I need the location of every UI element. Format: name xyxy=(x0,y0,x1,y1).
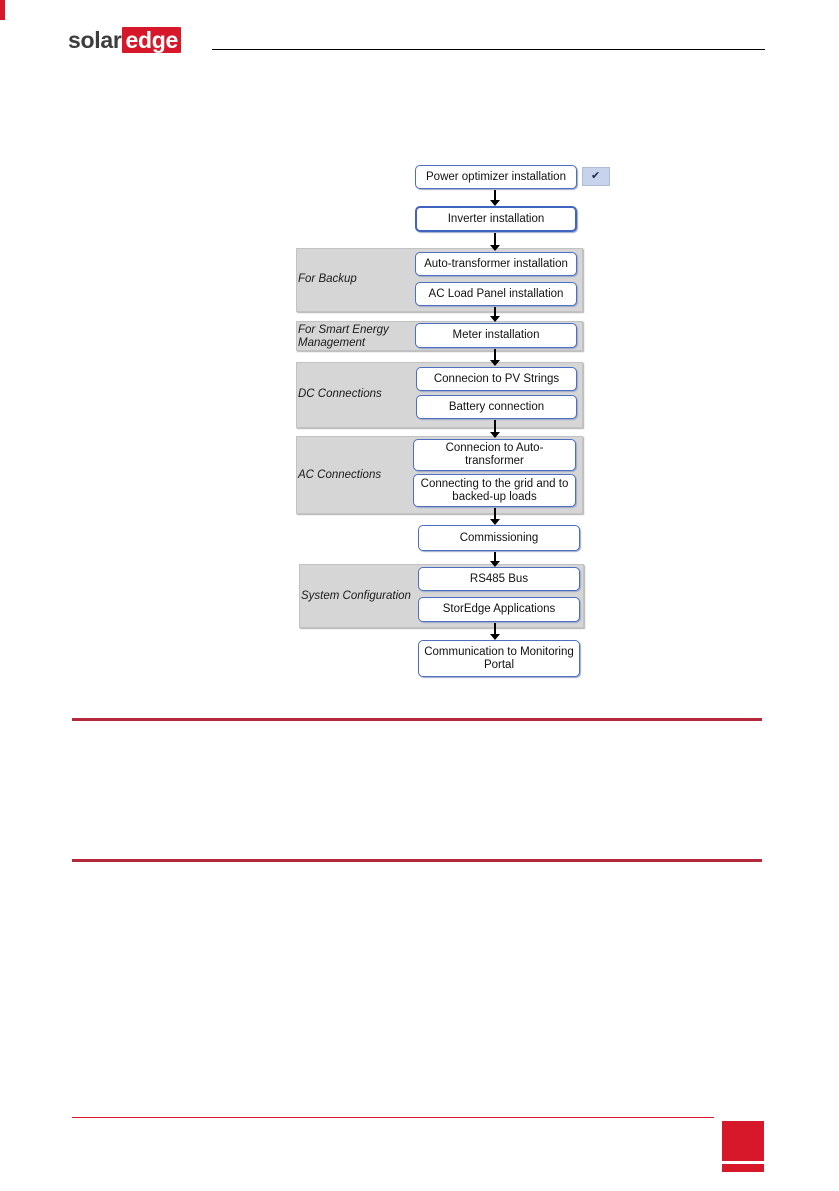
step-auto-transformer-connection: Connecion to Auto-transformer xyxy=(413,439,576,471)
logo-text-edge: edge xyxy=(122,27,181,53)
footer-rule xyxy=(72,1117,714,1118)
step-inverter: Inverter installation xyxy=(415,206,577,232)
arrow-icon xyxy=(490,233,500,251)
step-meter: Meter installation xyxy=(415,323,577,348)
group-label-system-configuration: System Configuration xyxy=(301,590,411,602)
corner-accent xyxy=(0,0,5,20)
group-label-smart-energy: For Smart Energy Management xyxy=(298,324,389,349)
step-grid-loads: Connecting to the grid and to backed-up … xyxy=(413,474,576,507)
arrow-icon xyxy=(490,420,500,438)
arrow-icon xyxy=(490,623,500,640)
step-commissioning: Commissioning xyxy=(418,525,580,551)
arrow-icon xyxy=(490,349,500,366)
arrow-icon xyxy=(490,307,500,322)
section-rule-top xyxy=(72,718,762,721)
step-pv-strings: Connecion to PV Strings xyxy=(416,367,577,391)
step-ac-load-panel: AC Load Panel installation xyxy=(415,282,577,306)
arrow-icon xyxy=(490,508,500,525)
checkmark-icon: ✔ xyxy=(582,167,610,186)
page-number-bar xyxy=(722,1164,764,1172)
step-battery: Battery connection xyxy=(416,395,577,419)
page-number-tab xyxy=(722,1121,764,1161)
step-power-optimizer: Power optimizer installation xyxy=(415,165,577,189)
group-label-for-backup: For Backup xyxy=(298,273,357,285)
step-monitoring-portal: Communication to Monitoring Portal xyxy=(418,640,580,677)
section-rule-bottom xyxy=(72,859,762,862)
step-rs485-bus: RS485 Bus xyxy=(418,567,580,591)
group-label-dc-connections: DC Connections xyxy=(298,388,382,400)
arrow-icon xyxy=(490,190,500,206)
arrow-icon xyxy=(490,552,500,567)
group-label-ac-connections: AC Connections xyxy=(298,469,382,481)
header-rule xyxy=(212,49,765,50)
solaredge-logo: solar edge xyxy=(68,26,181,54)
step-storedge-applications: StorEdge Applications xyxy=(418,597,580,622)
logo-text-solar: solar xyxy=(68,27,122,53)
step-auto-transformer: Auto-transformer installation xyxy=(415,252,577,276)
